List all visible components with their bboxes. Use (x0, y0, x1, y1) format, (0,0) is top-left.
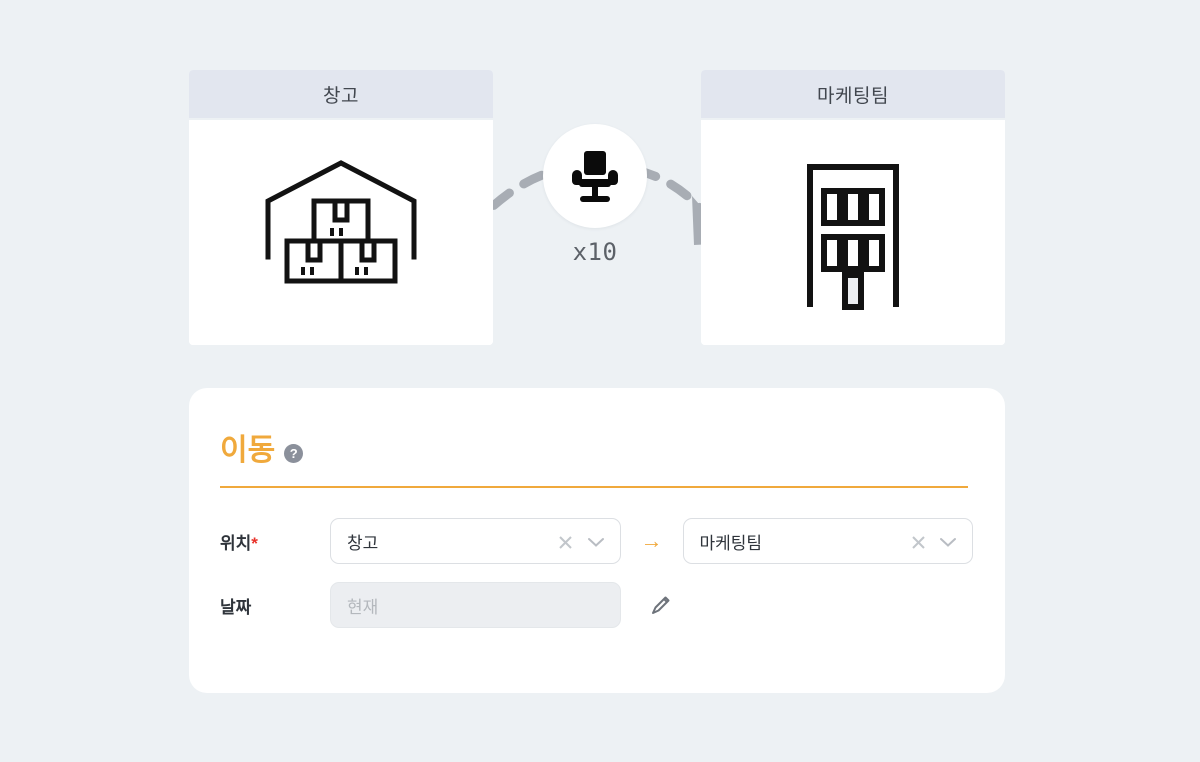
location-label-text: 위치 (220, 533, 252, 553)
office-building-icon (807, 163, 899, 310)
chevron-down-icon[interactable] (586, 519, 606, 565)
location-from-select[interactable]: 창고 (330, 518, 621, 564)
direction-arrow-icon: → (640, 528, 663, 553)
transfer-diagram: 창고 (0, 0, 1200, 360)
date-field-row: 날짜 현재 (220, 582, 973, 628)
source-location-image (189, 118, 493, 345)
chevron-down-icon[interactable] (938, 519, 958, 565)
form-title: 이동 (220, 434, 276, 467)
form-header: 이동 ? (220, 436, 973, 466)
date-placeholder: 현재 (347, 597, 379, 617)
transfer-form-panel: 이동 ? 위치* 창고 (189, 388, 1005, 693)
location-from-value: 창고 (347, 533, 379, 553)
help-circle-icon[interactable]: ? (284, 444, 304, 463)
location-to-select[interactable]: 마케팅팀 (682, 518, 973, 565)
location-field-row: 위치* 창고 (220, 518, 973, 564)
date-label: 날짜 (220, 597, 252, 617)
source-location-card[interactable]: 창고 (189, 70, 493, 345)
destination-location-title: 마케팅팀 (701, 70, 1005, 118)
close-icon[interactable] (556, 519, 576, 565)
required-marker: * (251, 533, 258, 553)
close-icon[interactable] (908, 519, 928, 565)
location-to-value: 마케팅팀 (699, 533, 763, 553)
office-chair-icon (572, 151, 618, 202)
warehouse-icon (265, 159, 417, 283)
form-fields: 위치* 창고 (220, 518, 973, 628)
transferred-item-quantity: x10 (572, 238, 618, 266)
transferred-item-badge (543, 124, 647, 228)
location-label: 위치* (220, 529, 330, 554)
destination-location-image (701, 118, 1005, 345)
source-location-title: 창고 (189, 70, 493, 118)
title-underline (220, 486, 968, 488)
pencil-icon[interactable] (641, 582, 681, 628)
destination-location-card[interactable]: 마케팅팀 (701, 70, 1005, 345)
date-input[interactable]: 현재 (330, 582, 621, 628)
